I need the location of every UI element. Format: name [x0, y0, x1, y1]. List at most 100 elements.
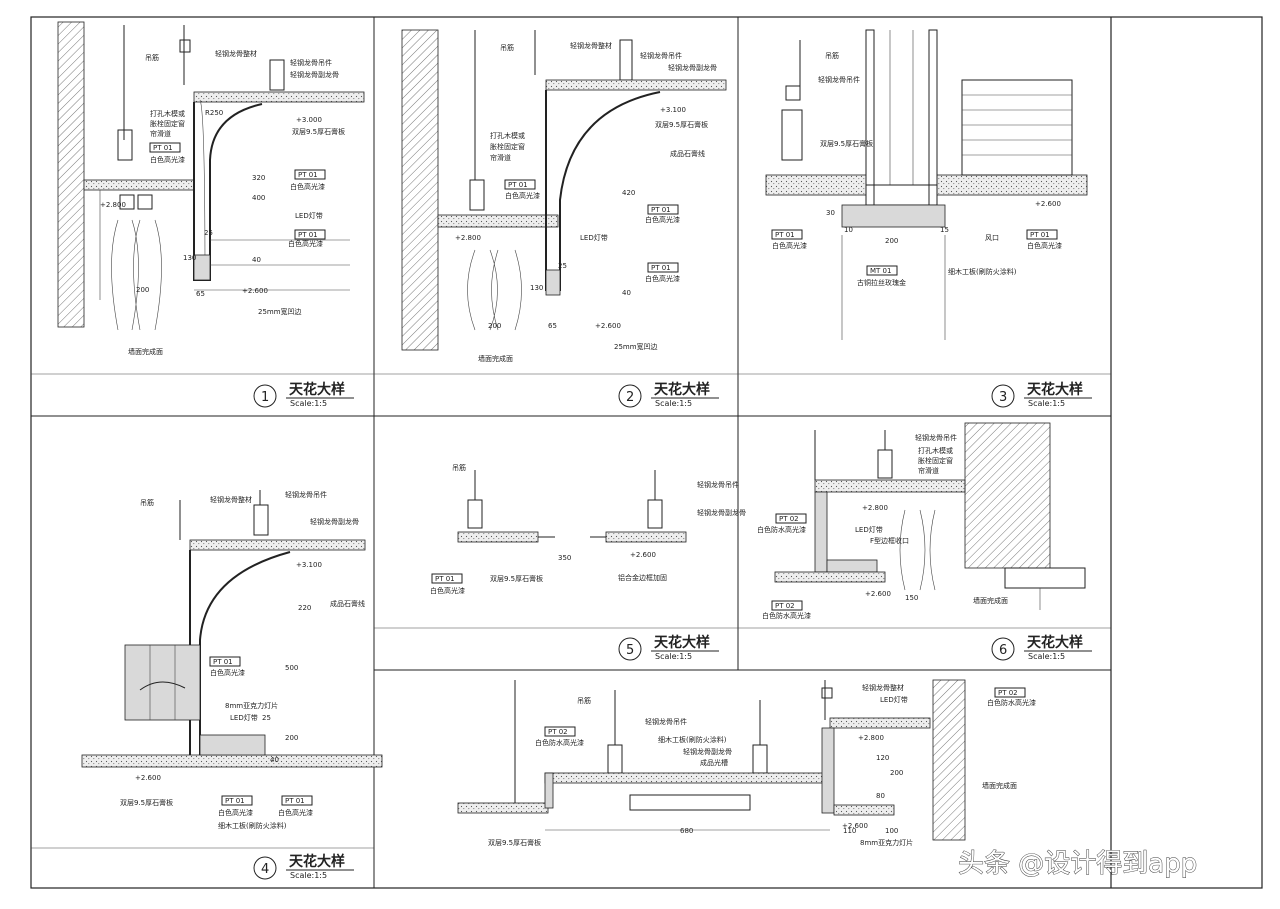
dimension: 130	[183, 254, 196, 262]
pt-tag: PT 01	[298, 171, 318, 179]
detail-7: 吊筋 轻钢龙骨整材 轻钢龙骨吊件 LED灯带 PT 02 白色防水高光漆 PT …	[457, 679, 1036, 847]
dimension: 200	[885, 237, 898, 245]
led-label: LED灯带	[855, 525, 883, 534]
dimension: 110	[843, 827, 856, 835]
detail-1: 吊筋 轻钢龙骨整材 轻钢龙骨吊件 轻钢龙骨副龙骨 +3.000 双层9.5厚石膏…	[57, 21, 365, 408]
paint-label: 白色高光漆	[218, 808, 253, 817]
detail-title: 天花大样	[1027, 634, 1083, 651]
pt-tag: PT 01	[285, 797, 305, 805]
dimension: 40	[622, 289, 631, 297]
track-label: F型边框收口	[870, 536, 909, 545]
dimension: 120	[876, 754, 889, 762]
paint-label: 白色高光漆	[430, 586, 465, 595]
dimension: 200	[488, 322, 501, 330]
dimension: 200	[285, 734, 298, 742]
detail-2: 吊筋 轻钢龙骨整材 轻钢龙骨吊件 轻钢龙骨副龙骨 +3.100 双层9.5厚石膏…	[401, 29, 727, 408]
gap-label: 25mm宽凹边	[258, 307, 302, 316]
elevation-label: +3.000	[296, 116, 322, 124]
dimension: 500	[285, 664, 298, 672]
scale-label: Scale:1:5	[1028, 652, 1065, 661]
paint-label: 白色防水高光漆	[757, 525, 806, 534]
dimension: 130	[530, 284, 543, 292]
wood-label: 打孔木模或	[150, 109, 185, 118]
keel-main-label: 轻钢龙骨整材	[862, 683, 904, 692]
frame-label: 铝合金边框加固	[618, 573, 667, 582]
detail-6: 轻钢龙骨吊件 打孔木模或 胀栓固定窗 帘滑道 +2.800 PT 02 白色防水…	[757, 422, 1092, 661]
hanger-label: 吊筋	[577, 696, 591, 705]
elevation-label: +2.600	[1035, 200, 1061, 208]
wood-label: 细木工板(刷防火涂料)	[948, 267, 1017, 276]
paint-label: 白色防水高光漆	[535, 738, 584, 747]
elevation-label: +2.600	[865, 590, 891, 598]
metal-label: 古铜拉丝玫瑰金	[857, 278, 906, 287]
wood-label-2: 胀栓固定窗	[150, 119, 185, 128]
keel-hang-label: 轻钢龙骨吊件	[640, 51, 682, 60]
paint-label: 白色高光漆	[290, 182, 325, 191]
dimension: 30	[826, 209, 835, 217]
scale-label: Scale:1:5	[290, 399, 327, 408]
detail-title: 天花大样	[1027, 381, 1083, 398]
watermark: 头条 @设计得到app	[958, 849, 1197, 879]
board-label: 双层9.5厚石膏板	[820, 139, 873, 148]
dimension: 400	[252, 194, 265, 202]
keel-hang-label: 轻钢龙骨吊件	[285, 490, 327, 499]
wall-label: 墙面完成面	[128, 347, 163, 356]
radius-label: R250	[205, 109, 223, 117]
wood-label: 打孔木模或	[490, 131, 525, 140]
keel-side-label: 轻钢龙骨副龙骨	[310, 517, 359, 526]
led-label: LED灯带	[230, 713, 258, 722]
paint-label: 白色高光漆	[1027, 241, 1062, 250]
sheet-frame	[30, 16, 1263, 889]
mt-tag: MT 01	[870, 267, 891, 275]
dimension: 65	[196, 290, 205, 298]
pt-tag: PT 01	[153, 144, 173, 152]
board-label: 双层9.5厚石膏板	[292, 127, 345, 136]
lamp-label: 8mm亚克力灯片	[225, 701, 278, 710]
pt-tag: PT 01	[225, 797, 245, 805]
keel-main-label: 轻钢龙骨整材	[215, 49, 257, 58]
gypsum-line-label: 成品石膏线	[670, 149, 705, 158]
paint-label: 白色高光漆	[772, 241, 807, 250]
wood-label-3: 帘滑道	[150, 129, 171, 138]
dimension: 15	[940, 226, 949, 234]
paint-label: 白色防水高光漆	[987, 698, 1036, 707]
detail-title: 天花大样	[289, 381, 345, 398]
board-label: 双层9.5厚石膏板	[655, 120, 708, 129]
detail-number: 3	[999, 390, 1007, 405]
paint-label: 白色防水高光漆	[762, 611, 811, 620]
paint-label: 白色高光漆	[645, 215, 680, 224]
led-label: LED灯带	[880, 695, 908, 704]
wall-label: 墙面完成面	[982, 781, 1017, 790]
pt-tag: PT 01	[1030, 231, 1050, 239]
hanger-label: 吊筋	[145, 53, 159, 62]
detail-number: 5	[626, 643, 634, 658]
hanger-label: 吊筋	[140, 498, 154, 507]
dimension: 350	[558, 554, 571, 562]
keel-hang-label: 轻钢龙骨吊件	[915, 433, 957, 442]
dimension: 200	[890, 769, 903, 777]
detail-title: 天花大样	[654, 634, 710, 651]
elevation-label: +2.600	[135, 774, 161, 782]
pt-tag: PT 01	[213, 658, 233, 666]
dimension: 80	[876, 792, 885, 800]
keel-main-label: 轻钢龙骨整材	[570, 41, 612, 50]
pt-tag: PT 01	[298, 231, 318, 239]
led-label: LED灯带	[295, 211, 323, 220]
detail-number: 2	[626, 390, 634, 405]
paint-label: 白色高光漆	[505, 191, 540, 200]
led-label: LED灯带	[580, 233, 608, 242]
detail-number: 1	[261, 390, 269, 405]
groove-label: 成品光槽	[700, 758, 728, 767]
dimension: 40	[252, 256, 261, 264]
detail-number: 6	[999, 643, 1007, 658]
pt-tag: PT 01	[775, 231, 795, 239]
scale-label: Scale:1:5	[655, 652, 692, 661]
wall-label: 墙面完成面	[973, 596, 1008, 605]
detail-title: 天花大样	[289, 853, 345, 870]
scale-label: Scale:1:5	[290, 871, 327, 880]
gypsum-line-label: 成品石膏线	[330, 599, 365, 608]
wood-label: 打孔木模或	[918, 446, 953, 455]
scale-label: Scale:1:5	[1028, 399, 1065, 408]
